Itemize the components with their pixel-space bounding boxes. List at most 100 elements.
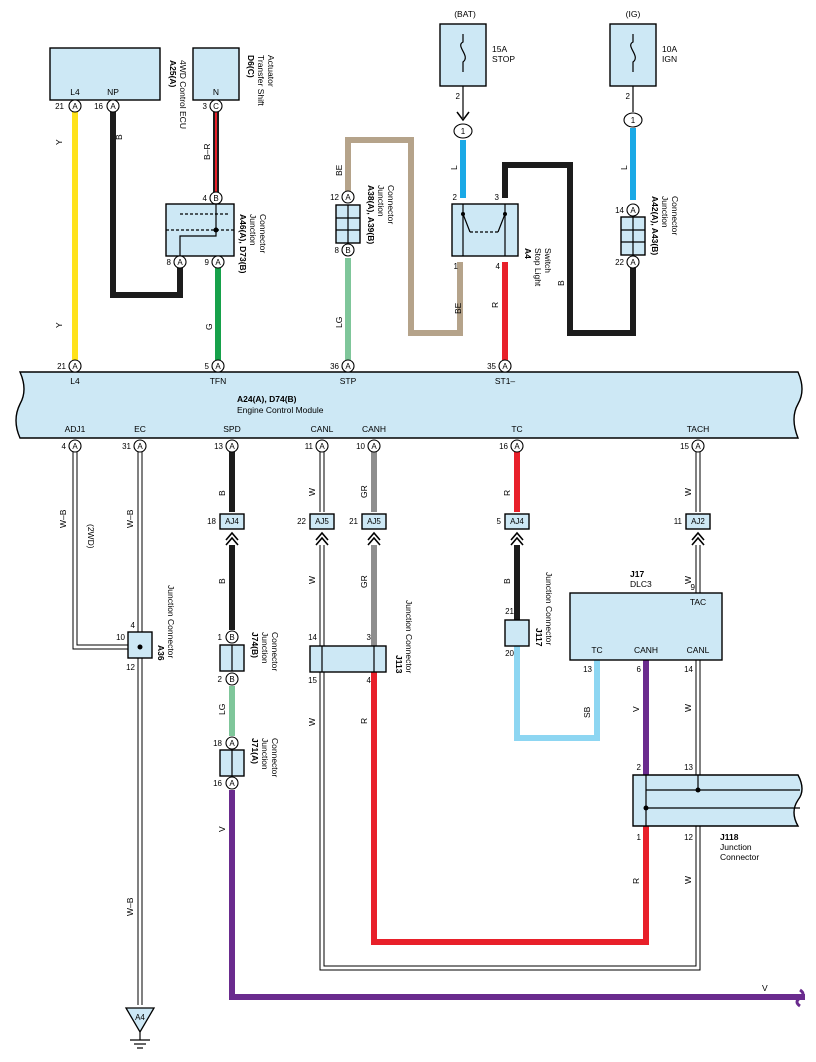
wire-b-ig: [502, 162, 636, 336]
pin-number: 4: [62, 442, 67, 451]
bottom-wire-labels: W–B (2WD) W–B B W GR R W B W GR B W LG V…: [58, 485, 768, 993]
svg-text:1: 1: [454, 262, 459, 271]
svg-text:B: B: [229, 633, 234, 642]
svg-text:B: B: [217, 490, 227, 496]
svg-text:DLC3: DLC3: [630, 579, 652, 589]
svg-text:4: 4: [131, 621, 136, 630]
svg-text:4: 4: [496, 262, 501, 271]
aj-pin-number: 21: [349, 517, 358, 526]
svg-text:(2WD): (2WD): [86, 524, 96, 549]
pin-label: L4: [70, 376, 80, 386]
svg-text:12: 12: [684, 833, 693, 842]
fuse-ign: (IG) 10A IGN 2 1: [609, 9, 677, 128]
svg-text:V: V: [762, 983, 768, 993]
pin-circle-letter: A: [502, 362, 508, 371]
svg-text:J71(A): J71(A): [250, 738, 260, 764]
svg-text:Junction Connector: Junction Connector: [404, 600, 414, 673]
pin-number: 16: [499, 442, 508, 451]
svg-text:A25(A): A25(A): [168, 60, 178, 88]
pin-number: 11: [305, 442, 314, 451]
svg-text:B: B: [229, 675, 234, 684]
svg-text:Transfer Shift: Transfer Shift: [256, 55, 266, 106]
svg-text:Connector: Connector: [270, 738, 280, 777]
stop-light-switch: 2 3 1 4 A4 Stop Light Switch: [451, 193, 553, 287]
svg-text:J74(B): J74(B): [250, 632, 260, 658]
svg-text:B: B: [213, 194, 218, 203]
svg-text:A24(A), D74(B): A24(A), D74(B): [237, 394, 297, 404]
svg-text:N: N: [213, 87, 219, 97]
junction-j113: 14 3 15 4 J113 Junction Connector: [308, 600, 414, 685]
svg-text:14: 14: [684, 665, 693, 674]
pin-label: CANL: [311, 424, 334, 434]
svg-text:13: 13: [684, 763, 693, 772]
svg-text:Junction: Junction: [260, 738, 270, 770]
aj-tag: AJ5: [367, 517, 381, 526]
svg-text:R: R: [490, 302, 500, 308]
svg-text:W: W: [683, 488, 693, 496]
aj-connector: AJ5 21: [349, 513, 387, 546]
svg-text:D6(C): D6(C): [246, 55, 256, 78]
svg-text:CANL: CANL: [687, 645, 710, 655]
svg-text:L: L: [449, 165, 459, 170]
junction-a42: A 14 A 22 A42(A), A43(B) Junction Connec…: [615, 196, 680, 269]
svg-text:B: B: [502, 578, 512, 584]
wire-be: [345, 137, 463, 336]
svg-text:Engine Control Module: Engine Control Module: [237, 405, 324, 415]
svg-text:Connector: Connector: [258, 214, 268, 253]
junction-j118: 2 13 1 12 J118 Junction Connector: [632, 763, 803, 862]
pin-label: ADJ1: [65, 424, 86, 434]
svg-text:Junction: Junction: [260, 632, 270, 664]
svg-text:W–B: W–B: [58, 509, 68, 528]
svg-text:Junction: Junction: [248, 214, 258, 246]
svg-text:21: 21: [505, 607, 514, 616]
svg-text:16: 16: [94, 102, 103, 111]
aj-tag: AJ4: [510, 517, 524, 526]
pin-number: 13: [214, 442, 223, 451]
svg-text:18: 18: [213, 739, 222, 748]
svg-text:W: W: [683, 576, 693, 584]
svg-text:J113: J113: [394, 655, 404, 674]
svg-text:Junction: Junction: [376, 185, 386, 217]
svg-text:V: V: [217, 826, 227, 832]
svg-text:A: A: [630, 258, 636, 267]
svg-text:2: 2: [626, 92, 631, 101]
svg-text:C: C: [213, 102, 219, 111]
svg-text:B: B: [217, 578, 227, 584]
svg-text:4: 4: [367, 676, 372, 685]
pin-number: 15: [680, 442, 689, 451]
svg-text:3: 3: [203, 102, 208, 111]
svg-text:A: A: [229, 779, 235, 788]
svg-text:BE: BE: [334, 164, 344, 176]
pin-circle-letter: A: [371, 442, 377, 451]
svg-text:R: R: [631, 878, 641, 884]
svg-text:J117: J117: [534, 628, 544, 647]
pin-number: 36: [330, 362, 339, 371]
svg-text:21: 21: [55, 102, 64, 111]
svg-text:IGN: IGN: [662, 54, 677, 64]
junction-a38: A 12 B 8 A38(A), A39(B) Junction Connect…: [330, 185, 396, 257]
pin-label: SPD: [223, 424, 240, 434]
svg-text:TAC: TAC: [690, 597, 706, 607]
engine-control-module: A24(A), D74(B) Engine Control Module: [15, 371, 803, 439]
wire-wb-adj1: [72, 452, 128, 650]
svg-text:9: 9: [205, 258, 210, 267]
svg-text:B: B: [556, 280, 566, 286]
fuse-stop: (BAT) 15A STOP 2 1: [439, 9, 515, 139]
svg-text:J118: J118: [720, 832, 739, 842]
pin-circle-letter: A: [72, 442, 78, 451]
svg-text:TC: TC: [591, 645, 602, 655]
svg-text:A: A: [72, 102, 78, 111]
svg-text:W: W: [683, 876, 693, 884]
pin-label: TC: [511, 424, 522, 434]
svg-text:R: R: [502, 490, 512, 496]
junction-a36: 4 10 12 A36 Junction Connector: [116, 585, 176, 672]
svg-text:J17: J17: [630, 569, 644, 579]
svg-text:1: 1: [631, 116, 636, 125]
svg-text:2: 2: [637, 763, 642, 772]
svg-text:Connector: Connector: [386, 185, 396, 224]
aj-pin-number: 5: [497, 517, 502, 526]
svg-text:Junction Connector: Junction Connector: [166, 585, 176, 658]
